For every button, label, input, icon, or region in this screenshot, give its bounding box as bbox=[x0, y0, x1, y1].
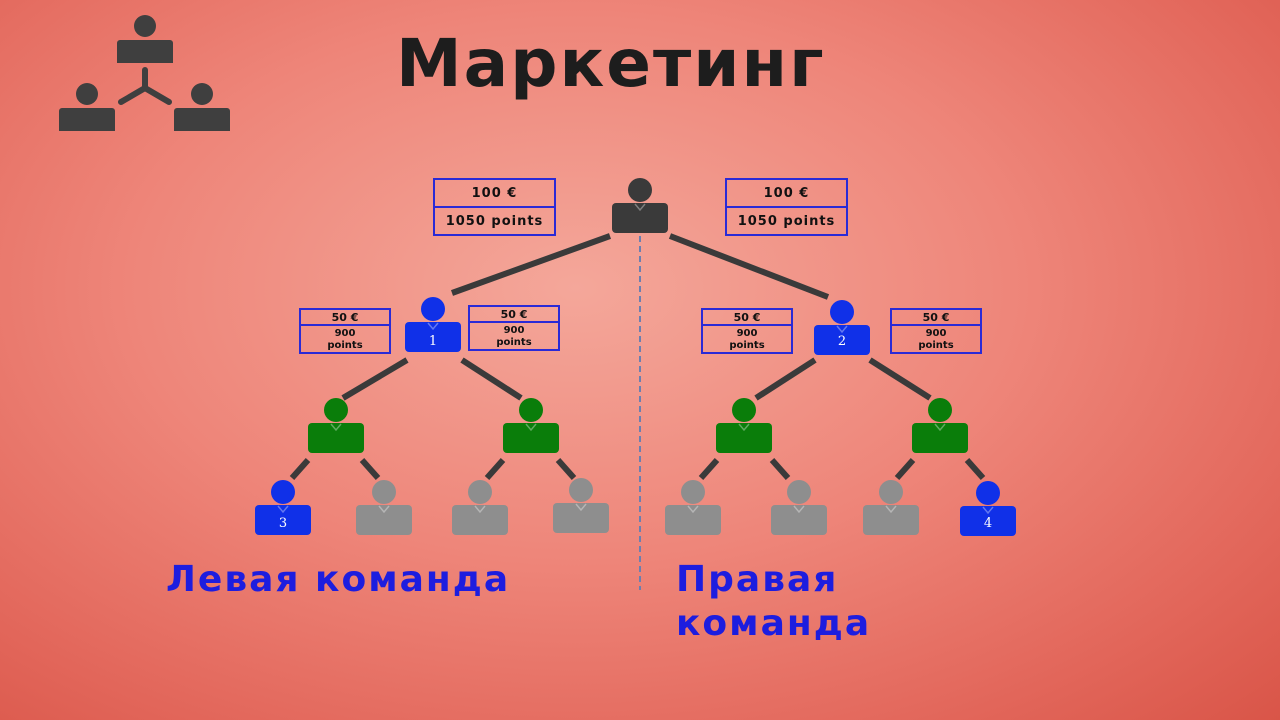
bonus-points-unit: points bbox=[918, 340, 954, 351]
connector-g3-right bbox=[769, 458, 791, 480]
person-leaf-3-icon bbox=[255, 480, 311, 535]
bonus-points-value: 900 bbox=[925, 328, 947, 339]
bonus-points-unit: points bbox=[729, 340, 765, 351]
connector-p2-right bbox=[868, 357, 932, 401]
connector-g4-right bbox=[964, 458, 986, 480]
bonus-points-value: 900 bbox=[334, 328, 356, 339]
bonus-amount: 50 € bbox=[301, 310, 389, 326]
node-number-2: 2 bbox=[838, 334, 846, 349]
connector-root-right bbox=[668, 233, 830, 300]
node-number-3: 3 bbox=[279, 516, 287, 531]
person-inactive-6-icon bbox=[863, 480, 919, 535]
left-team-label: Левая команда bbox=[166, 559, 511, 600]
person-inactive-1-icon bbox=[356, 480, 412, 535]
connector-g2-right bbox=[555, 458, 577, 480]
person-partner-2-icon bbox=[814, 300, 870, 355]
bonus-amount: 50 € bbox=[892, 310, 980, 326]
connector-p2-left bbox=[754, 357, 817, 401]
person-inactive-5-icon bbox=[771, 480, 827, 535]
connector-g2-left bbox=[484, 458, 506, 480]
person-partner-1-icon bbox=[405, 297, 461, 352]
person-active-2-icon bbox=[503, 398, 559, 453]
node-number-4: 4 bbox=[984, 516, 992, 531]
bonus-points-value: 900 bbox=[503, 325, 525, 336]
person-inactive-4-icon bbox=[665, 480, 721, 535]
bonus-amount: 100 € bbox=[435, 180, 554, 208]
root-right-bonus-box: 100 € 1050 points bbox=[725, 178, 848, 236]
root-left-bonus-box: 100 € 1050 points bbox=[433, 178, 556, 236]
connector-p1-right bbox=[460, 357, 523, 401]
node-number-1: 1 bbox=[429, 334, 437, 349]
person-active-1-icon bbox=[308, 398, 364, 453]
bonus-amount: 50 € bbox=[470, 307, 558, 323]
bonus-points-unit: points bbox=[496, 337, 532, 348]
person-root-icon bbox=[612, 178, 668, 233]
connector-p1-left bbox=[341, 357, 409, 401]
bonus-points-unit: points bbox=[327, 340, 363, 351]
network-people-icon bbox=[59, 15, 230, 131]
person-active-3-icon bbox=[716, 398, 772, 453]
page-title: Маркетинг bbox=[396, 25, 826, 102]
person-inactive-3-icon bbox=[553, 478, 609, 533]
connector-g3-left bbox=[698, 458, 720, 480]
tree-connectors bbox=[289, 233, 986, 480]
connector-g1-left bbox=[289, 458, 311, 480]
connector-g1-right bbox=[359, 458, 381, 480]
right-team-label-line1: Правая bbox=[676, 559, 839, 600]
bonus-amount: 50 € bbox=[703, 310, 791, 326]
connector-g4-left bbox=[894, 458, 916, 480]
bonus-amount: 100 € bbox=[727, 180, 846, 208]
bonus-points: 1050 points bbox=[445, 213, 544, 229]
bonus-points: 1050 points bbox=[737, 213, 836, 229]
person-leaf-4-icon bbox=[960, 481, 1016, 536]
bonus-points-value: 900 bbox=[736, 328, 758, 339]
person-active-4-icon bbox=[912, 398, 968, 453]
person-inactive-2-icon bbox=[452, 480, 508, 535]
right-team-label-line2: команда bbox=[676, 603, 872, 644]
connector-root-left bbox=[450, 233, 612, 296]
